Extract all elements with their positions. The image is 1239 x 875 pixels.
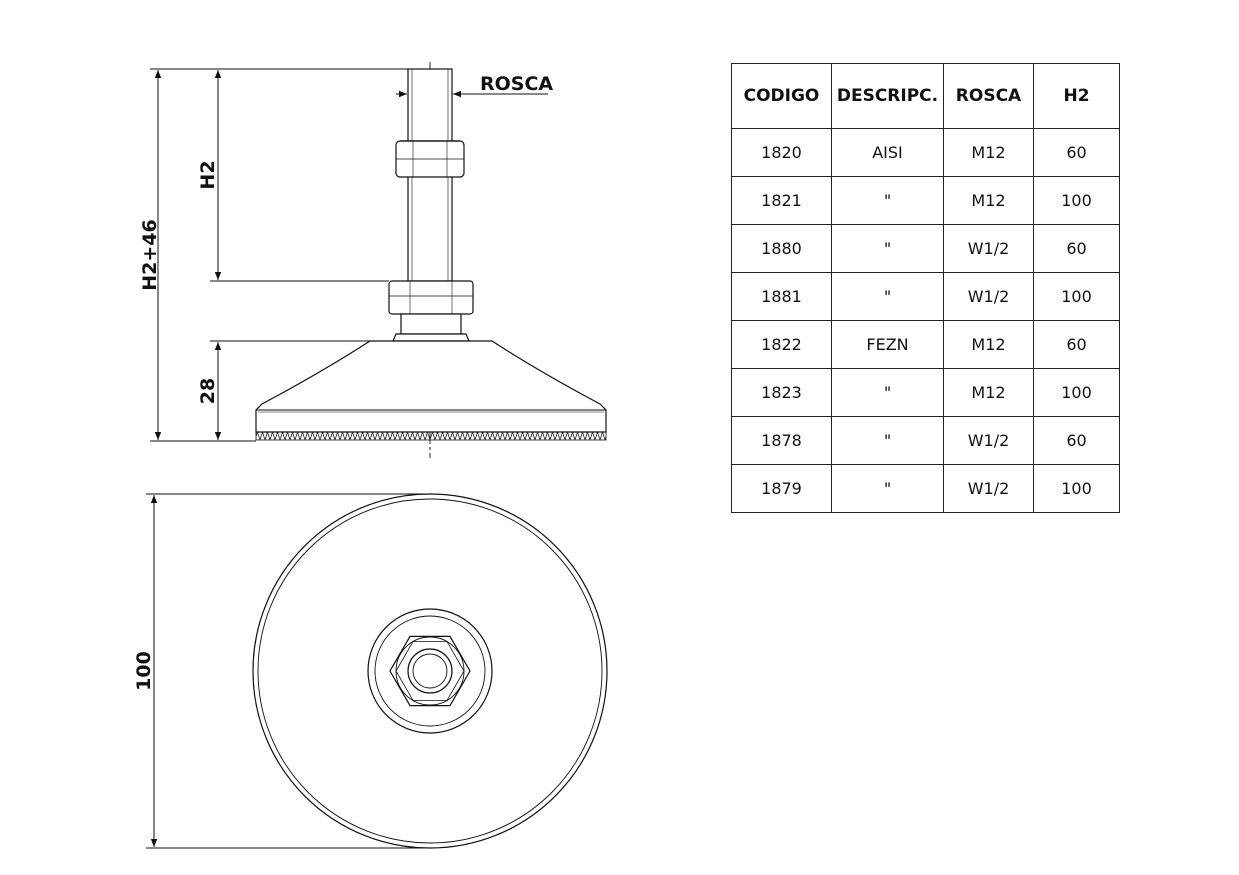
cell-codigo: 1879 — [731, 464, 832, 513]
cell-codigo: 1823 — [731, 368, 832, 417]
cell-rosca: M12 — [943, 176, 1034, 225]
cell-h2: 100 — [1033, 464, 1120, 513]
top-view — [252, 493, 608, 849]
cell-codigo: 1822 — [731, 320, 832, 369]
lower-nut — [388, 280, 474, 315]
cell-rosca: W1/2 — [943, 224, 1034, 273]
rod-inner-circle — [412, 653, 448, 689]
cell-h2: 100 — [1033, 176, 1120, 225]
dimension-h2-label: H2 — [197, 160, 219, 189]
neck-inner-circle — [374, 615, 486, 727]
base-outer-circle — [252, 493, 608, 849]
upper-nut — [395, 140, 465, 178]
cell-descripc: " — [831, 272, 944, 321]
cell-rosca: W1/2 — [943, 416, 1034, 465]
dimension-28-label: 28 — [197, 378, 219, 404]
nut-chamfer-circle — [395, 636, 465, 706]
rod-circle — [407, 648, 453, 694]
cell-descripc: " — [831, 464, 944, 513]
cell-h2: 100 — [1033, 272, 1120, 321]
cell-descripc: FEZN — [831, 320, 944, 369]
base-cone — [255, 340, 607, 433]
hex-nut-inner — [395, 641, 465, 701]
hex-nut-outline — [389, 635, 471, 707]
cell-descripc: " — [831, 224, 944, 273]
table-row: 1881 " W1/2 100 — [731, 272, 1120, 321]
cell-h2: 60 — [1033, 224, 1120, 273]
base-inner-circle — [257, 498, 603, 844]
header-h2: H2 — [1033, 63, 1120, 129]
knurled-rubber-pad — [255, 431, 607, 441]
cell-descripc: " — [831, 176, 944, 225]
neck-circle — [367, 608, 493, 734]
table-row: 1820 AISI M12 60 — [731, 128, 1120, 177]
dimension-100-label: 100 — [133, 651, 155, 691]
cell-rosca: W1/2 — [943, 464, 1034, 513]
table-row: 1821 " M12 100 — [731, 176, 1120, 225]
table-row: 1878 " W1/2 60 — [731, 416, 1120, 465]
cell-codigo: 1821 — [731, 176, 832, 225]
cell-h2: 60 — [1033, 416, 1120, 465]
cell-h2: 60 — [1033, 128, 1120, 177]
dimension-rosca-label: ROSCA — [480, 73, 553, 95]
dimension-h2-plus-46-label: H2+46 — [139, 219, 161, 290]
cell-h2: 100 — [1033, 368, 1120, 417]
spec-table: CODIGO DESCRIPC. ROSCA H2 1820 AISI M12 … — [731, 63, 1120, 513]
cell-rosca: M12 — [943, 128, 1034, 177]
table-row: 1822 FEZN M12 60 — [731, 320, 1120, 369]
cell-codigo: 1880 — [731, 224, 832, 273]
cell-rosca: M12 — [943, 320, 1034, 369]
extension-lines-top — [146, 493, 430, 849]
header-descripc: DESCRIPC. — [831, 63, 944, 129]
cell-descripc: " — [831, 368, 944, 417]
extension-lines-side — [150, 68, 409, 442]
side-view — [255, 62, 607, 458]
neck — [392, 313, 470, 342]
cell-rosca: W1/2 — [943, 272, 1034, 321]
table-row: 1879 " W1/2 100 — [731, 464, 1120, 513]
cell-h2: 60 — [1033, 320, 1120, 369]
table-row: 1823 " M12 100 — [731, 368, 1120, 417]
header-rosca: ROSCA — [943, 63, 1034, 129]
cell-codigo: 1820 — [731, 128, 832, 177]
header-codigo: CODIGO — [731, 63, 832, 129]
cell-codigo: 1878 — [731, 416, 832, 465]
table-header-row: CODIGO DESCRIPC. ROSCA H2 — [731, 63, 1120, 129]
cell-descripc: AISI — [831, 128, 944, 177]
table-row: 1880 " W1/2 60 — [731, 224, 1120, 273]
cell-descripc: " — [831, 416, 944, 465]
cell-rosca: M12 — [943, 368, 1034, 417]
cell-codigo: 1881 — [731, 272, 832, 321]
